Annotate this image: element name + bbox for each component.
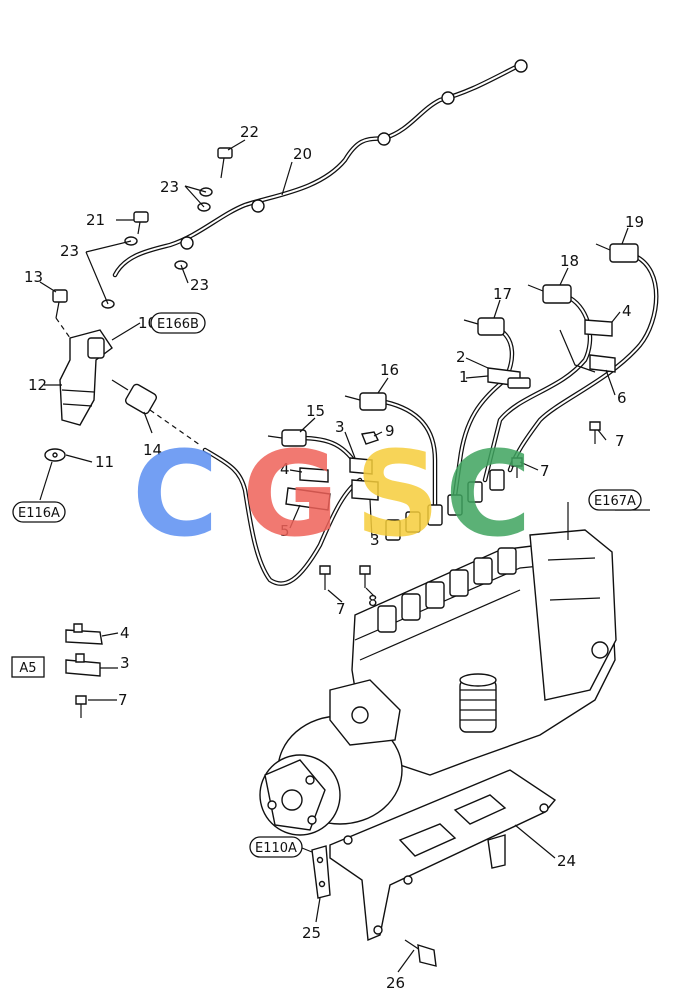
callout-2: 2 [456,348,466,366]
reference-boxes: E166B E116A E167A E110A A5 [11,312,642,858]
injection-pump [259,529,617,836]
callout-5: 5 [280,522,290,540]
callout-12: 12 [28,376,47,394]
callout-20: 20 [293,145,312,163]
watermark: C G S C [132,425,532,563]
ref-e166b: E166B [157,317,199,332]
callout-16: 16 [380,361,399,379]
callout-18: 18 [560,252,579,270]
callout-23: 23 [160,178,179,196]
callout-6: 6 [617,389,627,407]
watermark-letter-s: S [355,425,440,563]
callout-23: 23 [60,242,79,260]
callout-13: 13 [24,268,43,286]
mounting-bracket [311,769,557,967]
ref-e116a: E116A [18,506,60,521]
callout-24: 24 [557,852,576,870]
callout-1: 1 [459,368,469,386]
callout-25: 25 [302,924,321,942]
callout-3: 3 [370,531,380,549]
ref-e167a: E167A [594,494,636,509]
callout-14: 14 [143,441,162,459]
clamps-and-bolts [285,319,616,590]
callout-23: 23 [190,276,209,294]
callout-3: 3 [120,654,130,672]
callout-4: 4 [120,624,130,642]
callout-7: 7 [118,691,128,709]
callout-7: 7 [540,462,550,480]
callout-9: 9 [385,422,395,440]
callout-22: 22 [240,123,259,141]
callout-numbers: 1 2 3 3 3 4 4 4 5 6 7 7 7 7 8 9 10 11 12… [24,123,644,992]
leader-lines [39,139,650,973]
injector-assembly [44,59,528,586]
callout-26: 26 [386,974,405,992]
callout-8: 8 [368,592,378,610]
callout-17: 17 [493,285,512,303]
watermark-letter-c2: C [445,425,532,563]
watermark-letter-g: G [242,425,339,563]
callout-19: 19 [625,213,644,231]
ref-a5: A5 [19,661,36,676]
callout-4: 4 [280,460,290,478]
callout-4: 4 [622,302,632,320]
ref-e110a: E110A [255,841,297,856]
callout-7: 7 [336,600,346,618]
watermark-letter-c1: C [132,425,219,563]
callout-3: 3 [335,418,345,436]
callout-21: 21 [86,211,105,229]
callout-15: 15 [306,402,325,420]
a5-clamp-detail [65,623,103,718]
callout-11: 11 [95,453,114,471]
callout-7: 7 [615,432,625,450]
